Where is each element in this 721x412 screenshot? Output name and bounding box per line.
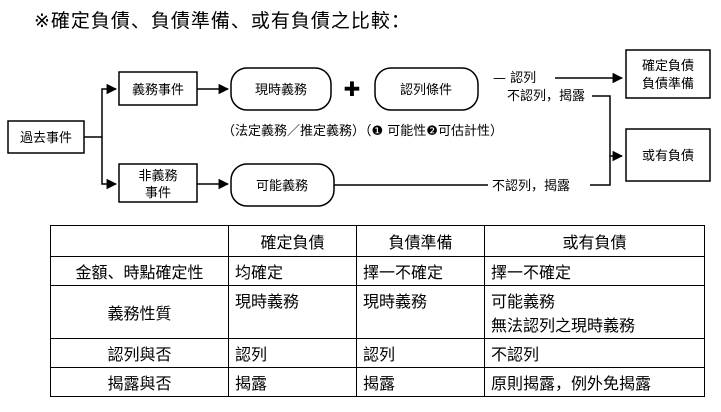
table-cell: 現時義務 <box>356 285 485 339</box>
comparison-table: 確定負債 負債準備 或有負債 金額、時點確定性 均確定 擇一不確定 擇一不確定 … <box>50 225 705 397</box>
table-cell: 擇一不確定 <box>356 256 485 286</box>
table-cell: 均確定 <box>228 256 357 286</box>
plus-icon: ✚ <box>344 77 361 101</box>
table-header-cell: 負債準備 <box>356 225 485 257</box>
arrow-not-recognize-lower <box>590 156 611 186</box>
table-header-cell <box>50 225 229 257</box>
recognition-conditions-label: 認列條件 <box>400 82 452 98</box>
non-obligation-event-box <box>118 163 198 203</box>
past-event-label: 過去事件 <box>20 131 72 146</box>
recognize-label: — 認列 <box>493 70 536 86</box>
present-obligation-box <box>230 67 332 111</box>
table-cell: 認列 <box>356 338 485 368</box>
table-cell: 不認列 <box>484 338 705 368</box>
not-recognize-disclose-label: 不認列，揭露 <box>507 88 585 104</box>
row-label: 金額、時點確定性 <box>50 256 229 286</box>
result-certain-label-1: 確定負債 <box>642 58 694 74</box>
table-cell: 可能義務 無法認列之現時義務 <box>484 285 705 339</box>
cell-text: 不認列 <box>491 345 540 364</box>
row-label: 認列與否 <box>50 338 229 368</box>
cell-text: 揭露 <box>363 374 396 393</box>
cell-text: 認列 <box>235 345 268 364</box>
table-row: 金額、時點確定性 均確定 擇一不確定 擇一不確定 <box>50 256 705 286</box>
cell-text: 揭露 <box>235 374 268 393</box>
table-row: 義務性質 現時義務 現時義務 可能義務 無法認列之現時義務 <box>50 285 705 339</box>
non-obligation-event-label-2: 事件 <box>145 186 171 201</box>
present-obligation-label: 現時義務 <box>255 82 307 98</box>
cell-text: 可能義務 <box>491 292 556 311</box>
cell-text: 無法認列之現時義務 <box>491 316 636 335</box>
table-row: 認列與否 認列 認列 不認列 <box>50 338 705 368</box>
cell-text: 均確定 <box>235 263 284 282</box>
result-certain-label-2: 負債準備 <box>642 76 694 92</box>
obligation-note: （法定義務／推定義務）（❶ 可能性❷可估計性） <box>222 123 503 139</box>
branch-connector-lower <box>101 137 118 190</box>
table-header-cell: 或有負債 <box>484 225 705 257</box>
possible-obligation-label: 可能義務 <box>256 178 308 194</box>
table-cell: 認列 <box>228 338 357 368</box>
recognition-conditions-box <box>374 67 479 111</box>
table-header-row: 確定負債 負債準備 或有負債 <box>50 225 705 257</box>
row-label: 揭露與否 <box>50 367 229 397</box>
cell-text: 擇一不確定 <box>363 263 444 282</box>
table-cell: 原則揭露，例外免揭露 <box>484 367 705 397</box>
not-recognize-disclose-label-2: 不認列，揭露 <box>492 178 570 194</box>
cell-text: 原則揭露，例外免揭露 <box>491 374 652 393</box>
table-cell: 現時義務 <box>228 285 357 339</box>
obligation-event-label: 義務事件 <box>132 82 184 98</box>
page-title: ※確定負債、負債準備、或有負債之比較： <box>34 10 411 32</box>
non-obligation-event-label-1: 非義務 <box>138 168 177 184</box>
table-cell: 揭露 <box>228 367 357 397</box>
table-header-cell: 確定負債 <box>228 225 357 257</box>
cell-text: 認列 <box>363 345 396 364</box>
table-cell: 揭露 <box>356 367 485 397</box>
result-contingent-box <box>625 128 711 182</box>
table-cell: 擇一不確定 <box>484 256 705 286</box>
cell-text: 擇一不確定 <box>491 263 572 282</box>
result-contingent-label: 或有負債 <box>642 149 694 164</box>
cell-text: 現時義務 <box>235 292 300 311</box>
cell-text: 現時義務 <box>363 292 428 311</box>
row-label: 義務性質 <box>50 285 229 339</box>
arrow-not-recognize-upper <box>592 95 624 162</box>
table-row: 揭露與否 揭露 揭露 原則揭露，例外免揭露 <box>50 367 705 397</box>
flow-diagram: 過去事件 義務事件 非義務 事件 現時義務 ✚ 認列條件 （法定義務／推定義務）… <box>7 49 711 207</box>
branch-connector <box>84 83 118 138</box>
result-certain-box <box>625 49 711 99</box>
obligation-event-box <box>118 71 198 106</box>
